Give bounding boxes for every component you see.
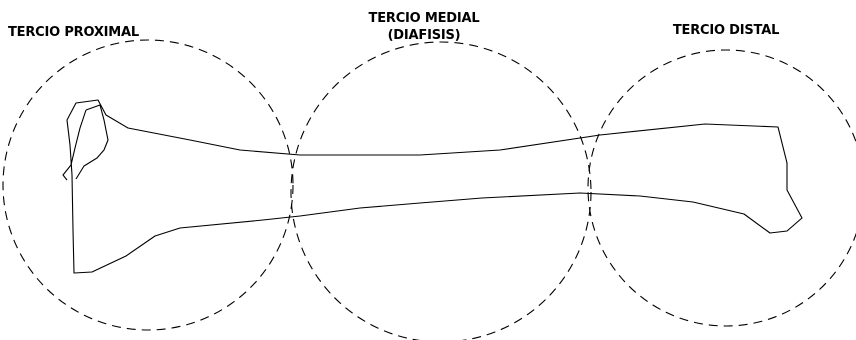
bone-outline	[66, 99, 803, 274]
proximal-articular-edge	[62, 104, 109, 181]
proximal-third-circle	[2, 39, 294, 331]
medial-third-label: TERCIO MEDIAL (DIAFISIS)	[354, 10, 494, 44]
distal-third-circle	[587, 49, 856, 327]
medial-third-title: TERCIO MEDIAL	[368, 11, 480, 26]
proximal-third-label: TERCIO PROXIMAL	[8, 25, 139, 40]
distal-third-label: TERCIO DISTAL	[672, 23, 780, 38]
medial-third-circle	[290, 41, 592, 340]
medial-third-subtitle: (DIAFISIS)	[387, 28, 461, 43]
